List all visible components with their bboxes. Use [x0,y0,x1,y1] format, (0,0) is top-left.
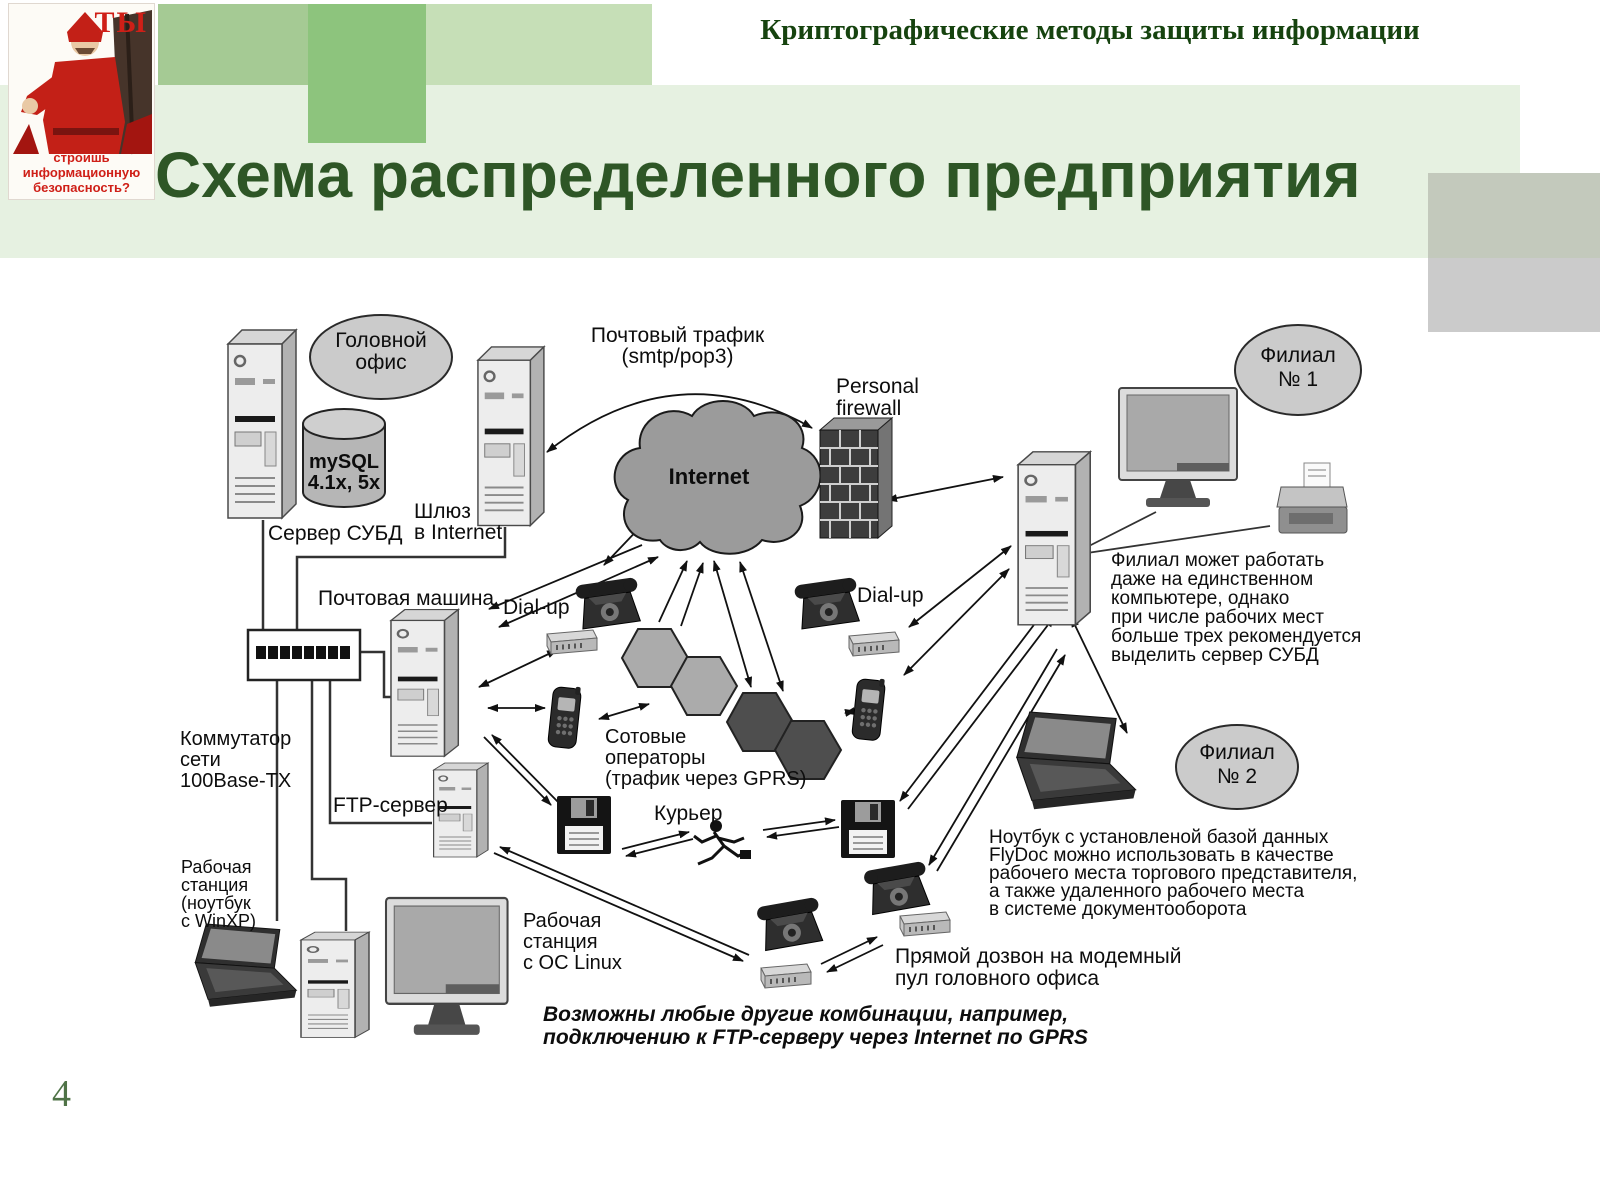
hexagon-cell-icon [669,656,739,716]
server-tower-icon [226,328,298,520]
printer-icon [1276,462,1348,534]
branch2-note: Ноутбук с установленой базой данных FlyD… [989,827,1358,920]
modem-icon [760,963,812,989]
server-tower-icon [299,930,371,1039]
modem-icon [546,629,598,655]
db-server-label: Сервер СУБД [268,522,403,545]
floppy-disk-icon [840,799,896,859]
internet-label: Internet [668,464,750,489]
firewall-icon [818,416,894,540]
server-tower-icon [389,608,460,758]
telephone-icon [755,896,826,952]
deco-green-block-2 [308,4,426,143]
workstation-winxp-label: Рабочая станция (ноутбук с WinXP) [181,857,257,931]
courier-label: Курьер [654,802,723,825]
gateway-label: Шлюз в Internet [414,500,503,544]
cellphone-icon [850,675,887,742]
title-band [0,85,1520,258]
laptop-icon [194,923,297,1008]
mysql-label: mySQL 4.1x, 5x [307,451,381,494]
poster-figure-icon [9,4,154,199]
deco-gray-block-bottom [1428,258,1600,332]
branch1-label: Филиал № 1 [1260,344,1336,391]
telephone-icon [862,860,933,916]
modem-icon [848,631,900,657]
internet-cloud-icon [613,400,822,555]
laptop-icon [1016,711,1137,810]
telephone-icon [793,576,862,630]
monitor-icon [384,896,509,1036]
cellular-label: Сотовые операторы (трафик через GPRS) [605,726,807,790]
head-office-bubble [309,314,453,400]
mail-machine-label: Почтовая машина [318,587,495,610]
switch-label: Коммутатор сети 100Base-TX [180,728,292,792]
head-office-label: Головной офис [335,329,427,374]
deco-green-block-1 [158,4,308,85]
workstation-linux-label: Рабочая станция с ОС Linux [523,910,622,974]
server-tower-icon [476,345,546,527]
branch2-bubble [1175,724,1299,810]
branch1-note: Филиал может работать даже на единственн… [1111,550,1362,666]
dialup-right-label: Dial-up [857,584,924,607]
monitor-icon [1118,387,1238,508]
poster-ty-word: ТЫ [94,6,148,39]
database-cylinder-icon [302,408,386,508]
courier-runner-icon [693,820,751,866]
server-tower-icon [1016,450,1092,627]
telephone-icon [574,576,643,630]
poster-image: ТЫ строишь информационную безопасность? [8,3,155,200]
hexagon-cell-icon [773,720,843,780]
page-number: 4 [52,1073,71,1115]
mail-traffic-label: Почтовый трафик (smtp/pop3) [590,324,765,368]
traffic-arrows [478,393,1128,973]
cellphone-icon [546,683,583,750]
dialup-left-label: Dial-up [503,596,570,619]
modem-icon [899,911,951,937]
deco-gray-block-top [1428,173,1600,258]
network-cables [261,511,1271,931]
ftp-server-label: FTP-сервер [333,794,448,817]
branch2-label: Филиал № 2 [1199,741,1275,788]
branch1-bubble [1234,324,1362,416]
page-title: Схема распределенного предприятия [155,139,1361,211]
network-switch-icon [246,628,362,682]
floppy-disk-icon [556,795,612,855]
course-title: Криптографические методы защиты информац… [760,14,1420,46]
cellular-hexagons [620,628,843,780]
personal-firewall-label: Personal firewall [836,375,919,420]
poster-caption: строишь информационную безопасность? [22,150,141,195]
deco-green-block-3 [426,4,652,85]
footnote-label: Возможны любые другие комбинации, наприм… [543,1003,1088,1049]
direct-dial-label: Прямой дозвон на модемный пул головного … [895,945,1182,990]
